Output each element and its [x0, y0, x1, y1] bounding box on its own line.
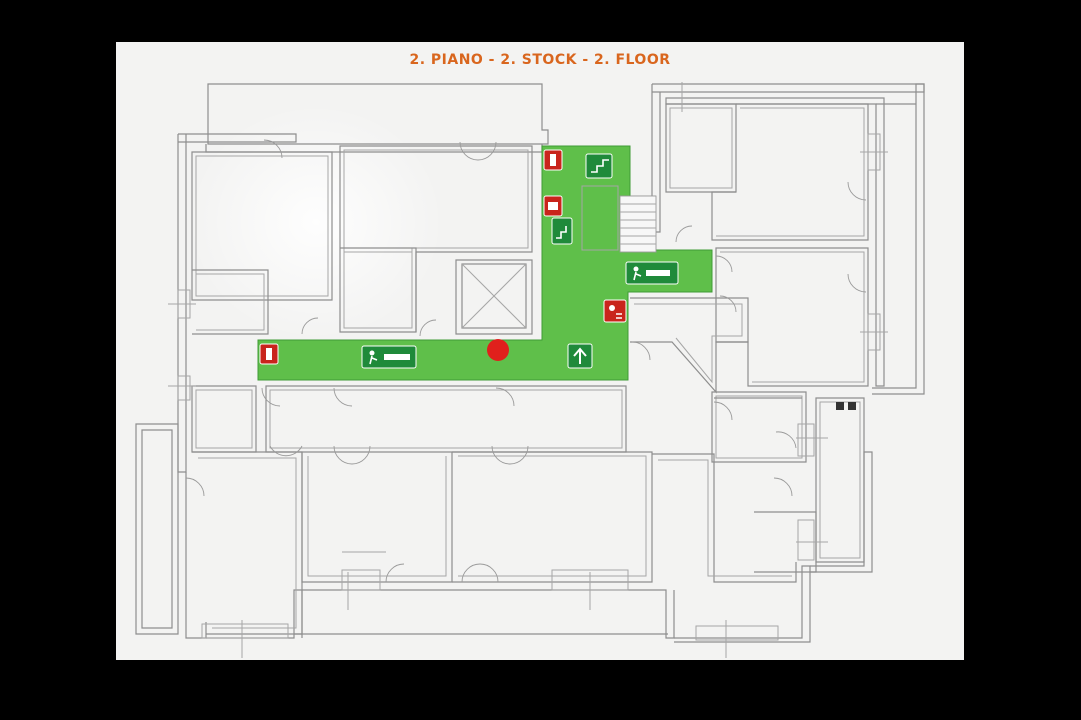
windows: [168, 82, 888, 658]
rooms-upper-left: [191, 145, 533, 335]
emergency-exit-icon: [361, 345, 417, 369]
rooms-right: [630, 103, 869, 399]
stairs-exit-icon: [551, 217, 573, 245]
emergency-exit-icon: [625, 261, 679, 285]
vent-icon: [836, 402, 856, 410]
elevator-shaft: [461, 263, 527, 329]
exit-arrow-up-icon: [567, 343, 593, 369]
escape-route: [257, 145, 713, 381]
fire-extinguisher-icon: [543, 149, 563, 171]
fire-alarm-icon: [603, 299, 627, 323]
rooms-lower: [191, 385, 865, 635]
stairs-icon: [619, 195, 657, 253]
doors: [185, 139, 867, 583]
fire-extinguisher-icon: [259, 343, 279, 365]
evacuation-plan-sheet: 2. PIANO - 2. STOCK - 2. FLOOR: [116, 42, 964, 660]
outer-walls: [135, 83, 925, 643]
you-are-here-marker: [487, 339, 509, 361]
floor-plan: [135, 82, 925, 658]
stairs-exit-icon: [585, 153, 613, 179]
fire-alarm-icon: [543, 195, 563, 217]
plan-title: 2. PIANO - 2. STOCK - 2. FLOOR: [409, 52, 671, 68]
